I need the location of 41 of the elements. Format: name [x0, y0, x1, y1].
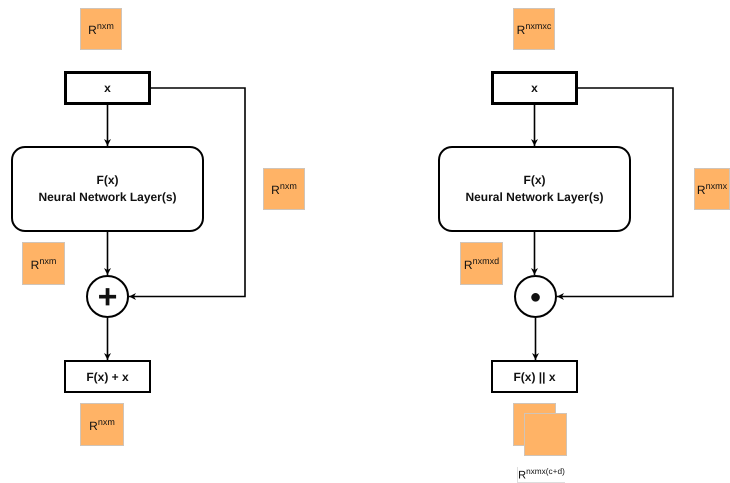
operator-circle: [86, 275, 129, 318]
dimension-tag: [263, 168, 305, 210]
input-box: [491, 71, 578, 105]
process-box: [11, 146, 204, 232]
node-label: Neural Network Layer(s): [465, 189, 604, 206]
arrow: [104, 232, 111, 275]
dimension-tag: [513, 8, 555, 50]
dimension-label: R$^{nxmxd}$: [464, 256, 500, 272]
arrow: [531, 232, 538, 275]
dimension-tag: [80, 403, 124, 446]
node-label: x: [104, 81, 111, 95]
dimension-label: R$^{nxm}$: [89, 416, 115, 432]
dimension-label: R$^{nxmx}$: [696, 181, 728, 197]
dimension-tag: [460, 242, 503, 285]
arrow: [129, 87, 246, 300]
operator-symbol: +: [98, 280, 118, 314]
dimension-tag: [22, 242, 65, 285]
function-label: F(x): [524, 172, 546, 189]
node-label: F(x) + x: [86, 370, 129, 384]
function-label: F(x): [96, 172, 118, 189]
process-box: [438, 146, 631, 232]
arrow: [104, 318, 111, 360]
dimension-label: R$^{nxm}$: [88, 21, 114, 37]
node-label: x: [531, 81, 538, 95]
arrow: [557, 87, 674, 300]
dimension-label: R$^{nxm}$: [30, 256, 56, 272]
dimension-label: R$^{nxm}$: [271, 181, 297, 197]
dimension-tag: [80, 8, 122, 50]
dimension-label: R$^{nxmx(c+d)}$: [517, 467, 565, 483]
node-label: Neural Network Layer(s): [38, 189, 177, 206]
arrow: [531, 105, 538, 146]
arrow: [104, 105, 111, 146]
output-box: [491, 360, 578, 393]
input-box: [64, 71, 151, 105]
dimension-tag: [694, 168, 730, 210]
arrow: [532, 318, 539, 360]
node-label: F(x) || x: [513, 370, 556, 384]
operator-circle: [514, 275, 557, 318]
operator-symbol: ●: [529, 286, 542, 306]
output-box: [64, 360, 151, 393]
dimension-label: R$^{nxmxc}$: [516, 21, 552, 37]
